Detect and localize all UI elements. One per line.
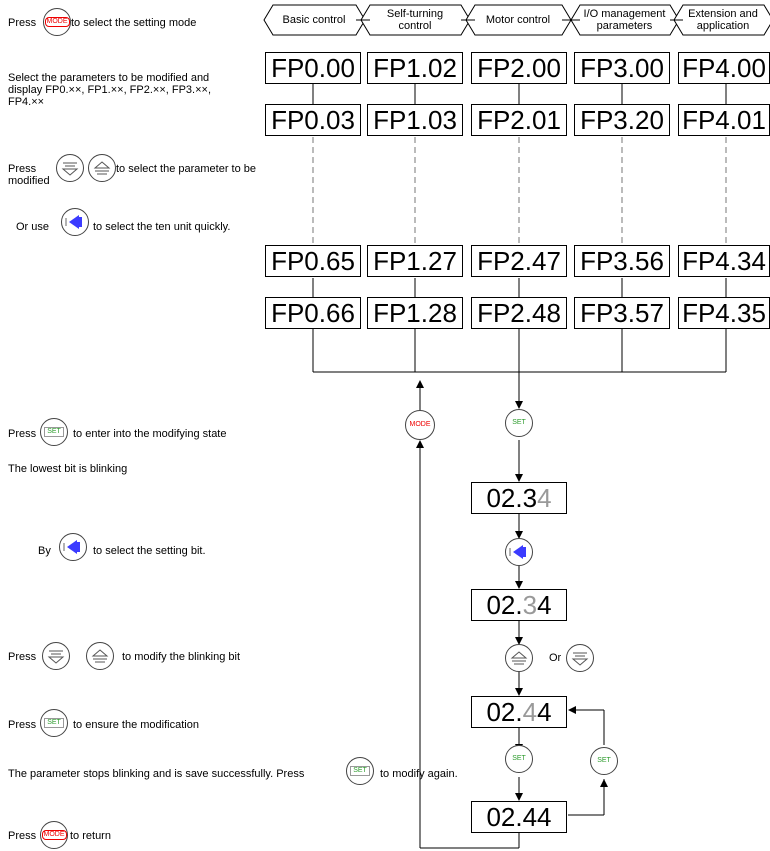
shift-button-flow[interactable] xyxy=(505,538,533,566)
header-shape-basic xyxy=(263,4,366,36)
down-arrow-icon xyxy=(47,650,65,664)
value-display-1: 02.34 xyxy=(471,482,567,514)
param-code: FP1.27 xyxy=(367,245,463,277)
instruction-ten-unit: to select the ten unit quickly. xyxy=(93,221,231,233)
header-basic-control: Basic control xyxy=(282,14,346,26)
param-code: FP3.57 xyxy=(574,297,670,329)
down-button-legend xyxy=(56,154,84,182)
up-button-legend-2 xyxy=(86,642,114,670)
value-display-4: 02.44 xyxy=(471,801,567,833)
mode-button-legend: MODE xyxy=(43,8,71,36)
instruction-press-return: Press xyxy=(8,830,37,842)
instruction-enter-modify: to enter into the modifying state xyxy=(73,428,227,440)
up-arrow-icon xyxy=(93,161,111,175)
instruction-modify-again: to modify again. xyxy=(380,768,458,780)
mode-button-legend-2: MODE xyxy=(40,821,68,849)
value-display-2: 02.34 xyxy=(471,589,567,621)
param-code: FP4.35 xyxy=(678,297,770,329)
down-arrow-icon xyxy=(61,162,79,176)
set-button-legend-2: SET xyxy=(40,709,68,737)
instruction-setting-bit: to select the setting bit. xyxy=(93,545,206,557)
instruction-select-param: to select the parameter to be xyxy=(116,163,257,175)
param-code: FP0.03 xyxy=(265,104,361,136)
instruction-lowest-bit: The lowest bit is blinking xyxy=(8,463,128,475)
param-code: FP2.47 xyxy=(471,245,567,277)
shift-left-icon xyxy=(509,545,526,559)
set-button-confirm[interactable]: SET xyxy=(505,745,533,773)
down-button-flow[interactable] xyxy=(566,644,594,672)
set-button-flow[interactable]: SET xyxy=(505,409,533,437)
param-code: FP1.28 xyxy=(367,297,463,329)
shift-left-icon xyxy=(65,215,82,229)
value-display-3: 02.44 xyxy=(471,696,567,728)
down-button-legend-2 xyxy=(42,642,70,670)
param-code: FP3.56 xyxy=(574,245,670,277)
header-motor-control: Motor control xyxy=(485,14,551,26)
param-code: FP4.01 xyxy=(678,104,770,136)
up-button-flow[interactable] xyxy=(505,644,533,672)
set-button-modify-again[interactable]: SET xyxy=(590,747,618,775)
instruction-ensure: to ensure the modification xyxy=(73,719,199,731)
param-code: FP2.00 xyxy=(471,52,567,84)
param-code: FP0.66 xyxy=(265,297,361,329)
instruction-select-params-2: display FP0.××, FP1.××, FP2.××, FP3.××, xyxy=(8,84,212,96)
instruction-return: to return xyxy=(70,830,111,842)
param-code: FP4.00 xyxy=(678,52,770,84)
param-code: FP2.48 xyxy=(471,297,567,329)
param-code: FP1.02 xyxy=(367,52,463,84)
instruction-by: By xyxy=(38,545,51,557)
set-button-legend-3: SET xyxy=(346,757,374,785)
up-arrow-icon xyxy=(91,649,109,663)
instruction-select-mode: to select the setting mode xyxy=(71,17,197,29)
instruction-press-ensure: Press xyxy=(8,719,37,731)
param-code: FP3.00 xyxy=(574,52,670,84)
set-button-legend: SET xyxy=(40,418,68,446)
mode-button-flow[interactable]: MODE xyxy=(405,410,435,440)
instruction-press-mode: Press xyxy=(8,17,37,29)
instruction-modify-blinking: to modify the blinking bit xyxy=(122,651,241,663)
param-code: FP4.34 xyxy=(678,245,770,277)
instruction-saved: The parameter stops blinking and is save… xyxy=(8,768,305,780)
param-code: FP3.20 xyxy=(574,104,670,136)
instruction-press-modify: Press xyxy=(8,651,37,663)
param-code: FP1.03 xyxy=(367,104,463,136)
up-arrow-icon xyxy=(510,651,528,665)
param-code: FP2.01 xyxy=(471,104,567,136)
or-label: Or xyxy=(549,652,562,664)
instruction-press-updown: Press xyxy=(8,163,37,175)
shift-left-icon xyxy=(63,540,80,554)
param-code: FP0.65 xyxy=(265,245,361,277)
instruction-select-param-2: modified xyxy=(8,175,50,187)
up-button-legend xyxy=(88,154,116,182)
param-code: FP0.00 xyxy=(265,52,361,84)
instruction-press-set: Press xyxy=(8,428,37,440)
instruction-select-params-3: FP4.×× xyxy=(8,96,45,108)
down-arrow-icon xyxy=(571,652,589,666)
shift-button-legend-2 xyxy=(59,533,87,561)
instruction-or-use: Or use xyxy=(16,221,50,233)
instruction-select-params-1: Select the parameters to be modified and xyxy=(8,72,210,84)
shift-button-legend xyxy=(61,208,89,236)
